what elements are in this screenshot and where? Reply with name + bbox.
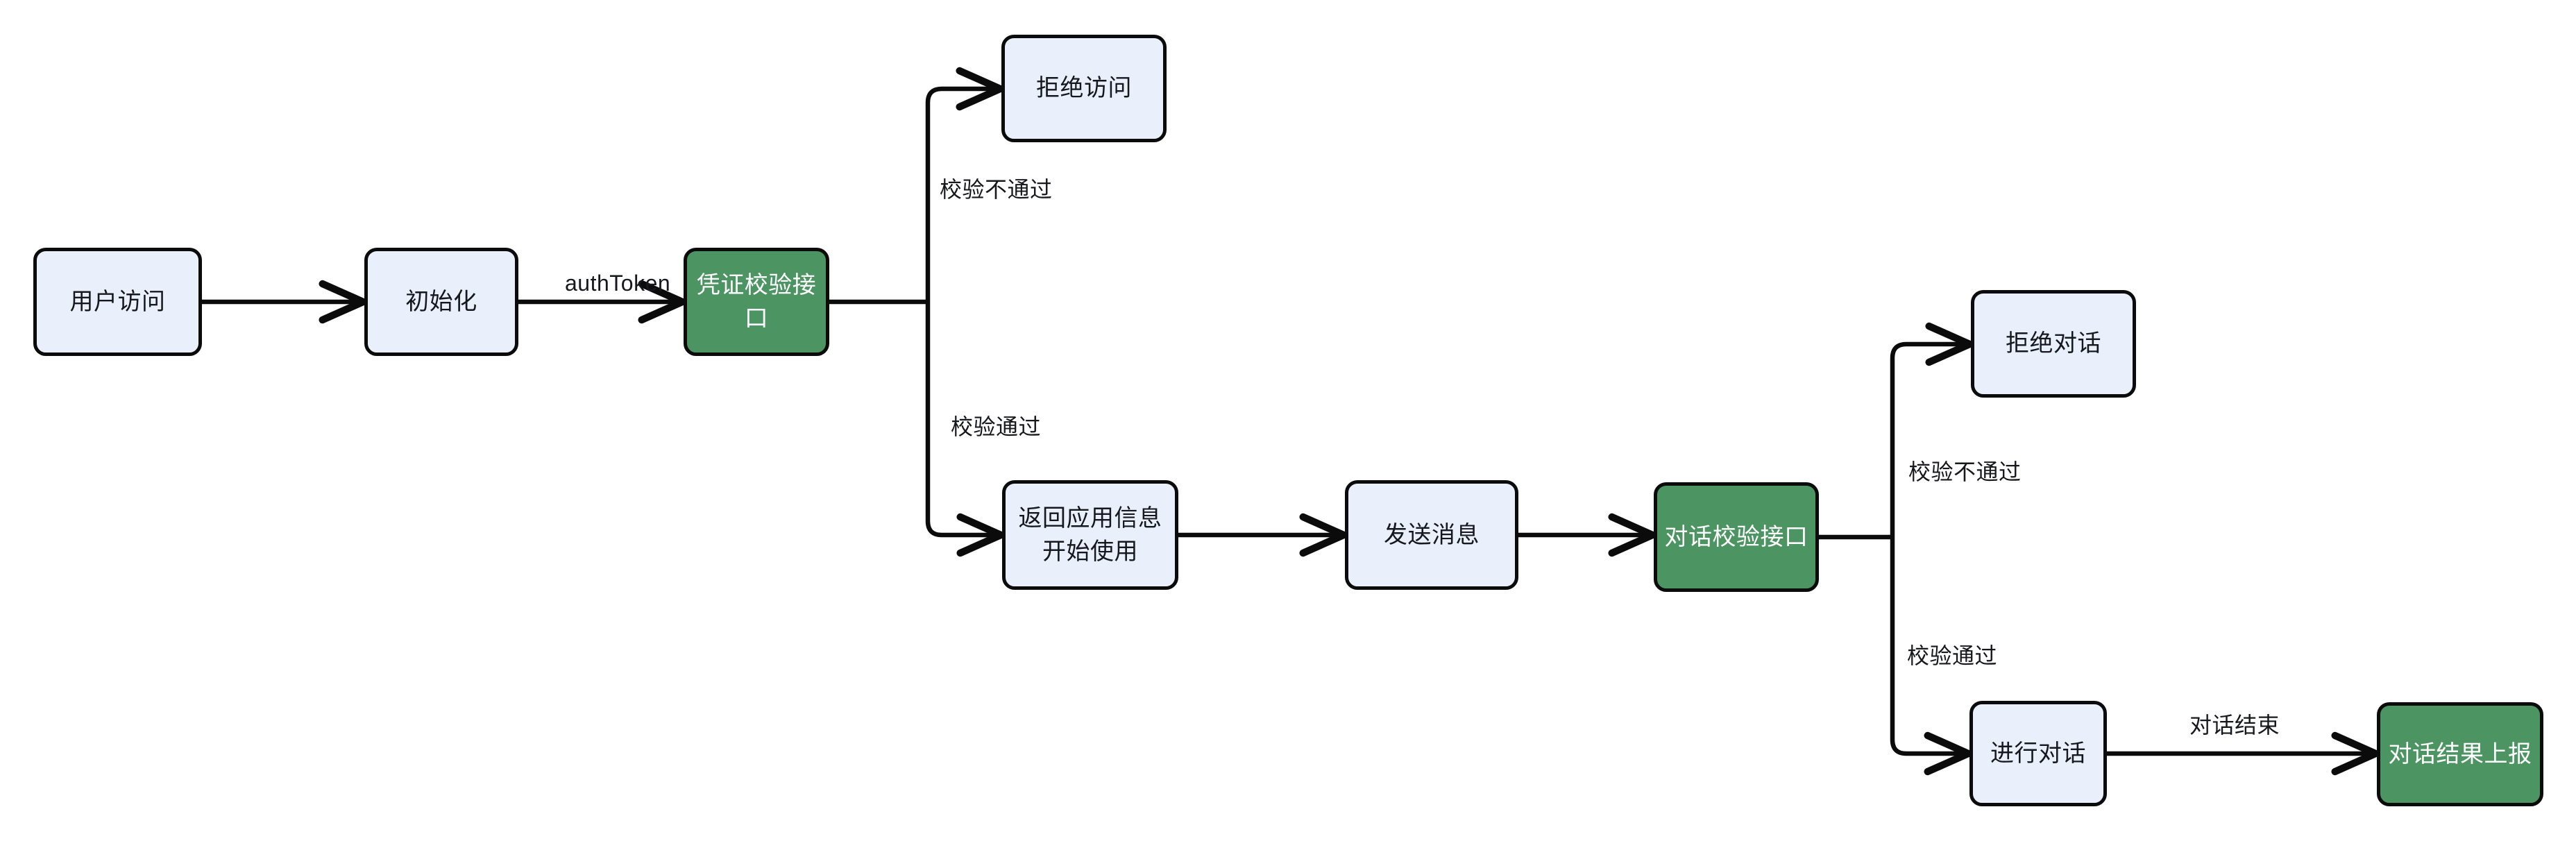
node-dialog-verify-api[interactable]: 对话校验接口 [1654,482,1819,592]
edge-label-verify-failed-credential: 校验不通过 [940,177,1053,202]
node-send-message[interactable]: 发送消息 [1345,480,1518,590]
node-do-dialog[interactable]: 进行对话 [1969,701,2107,806]
edge-label-dialog-end: 对话结束 [2189,713,2280,738]
node-init[interactable]: 初始化 [364,248,518,356]
edge-label-verify-passed-credential: 校验通过 [951,414,1042,439]
node-return-app-info[interactable]: 返回应用信息 开始使用 [1002,480,1178,590]
edge-label-verify-failed-dialog: 校验不通过 [1908,459,2022,484]
node-report-dialog-result[interactable]: 对话结果上报 [2377,702,2543,806]
node-user-access[interactable]: 用户访问 [33,248,202,356]
node-deny-dialog[interactable]: 拒绝对话 [1971,290,2136,398]
edge-label-auth-token: authToken [565,271,671,296]
edge-label-verify-passed-dialog: 校验通过 [1907,643,1998,668]
edge-verify-to-denydlg [1890,322,1974,537]
node-credential-verify-api[interactable]: 凭证校验接口 [684,248,829,356]
node-deny-access[interactable]: 拒绝访问 [1001,35,1167,142]
